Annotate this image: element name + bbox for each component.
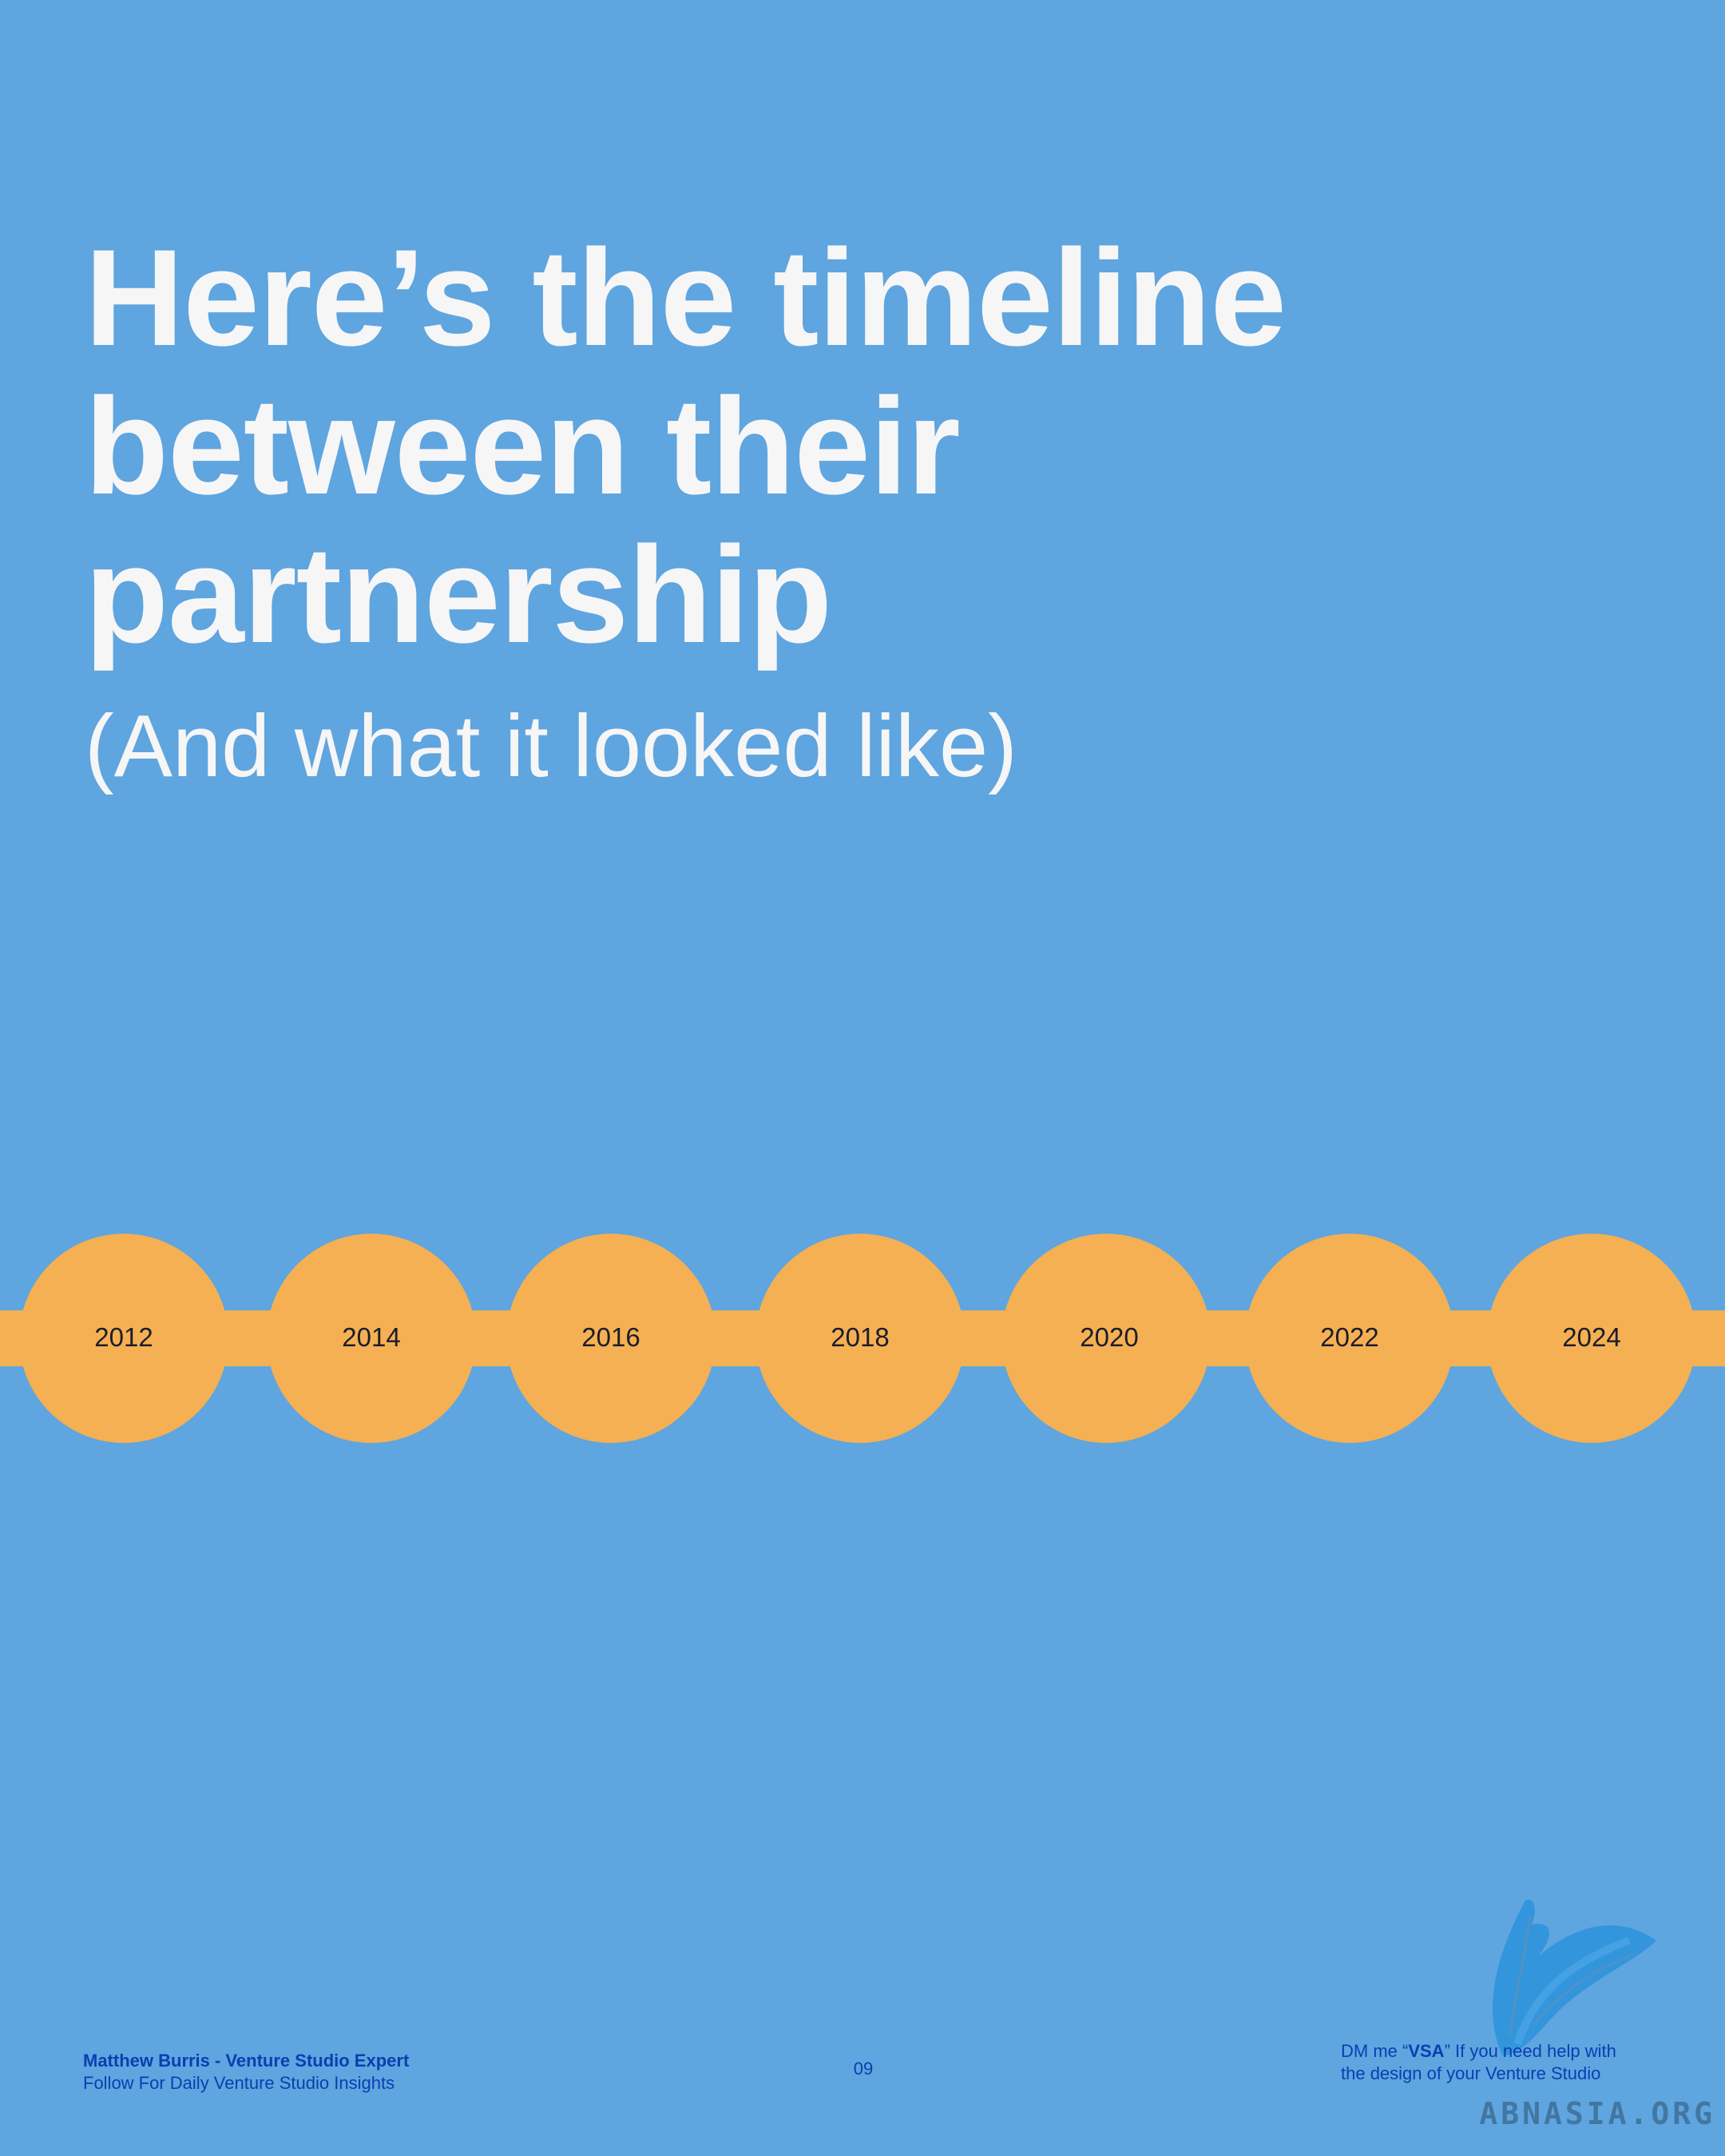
footer-author-block: Matthew Burris - Venture Studio Expert F… [83, 2050, 409, 2095]
timeline-node [755, 1234, 965, 1443]
timeline-year: 2016 [581, 1322, 640, 1352]
author-name: Matthew Burris - Venture Studio Expert [83, 2051, 410, 2071]
cta-keyword: VSA [1408, 2041, 1445, 2061]
cta-line-2: the design of your Venture Studio [1341, 2063, 1601, 2083]
footer-cta: DM me “VSA” If you need help with the de… [1341, 2040, 1616, 2085]
author-tagline: Follow For Daily Venture Studio Insights [83, 2073, 395, 2093]
watermark: ABNASIA.ORG [1479, 2096, 1715, 2131]
timeline-node [267, 1234, 476, 1443]
page-number: 09 [853, 2059, 874, 2079]
timeline-node [19, 1234, 228, 1443]
timeline-year: 2018 [831, 1322, 890, 1352]
cta-line-1: DM me “VSA” If you need help with [1341, 2040, 1616, 2063]
timeline-band [0, 1234, 1725, 1443]
page-subtitle: (And what it looked like) [85, 697, 1017, 795]
page-title: Here’s the timeline between their partne… [85, 221, 1287, 672]
timeline-node [1487, 1234, 1696, 1443]
timeline-node [506, 1234, 716, 1443]
cta-prefix: DM me “ [1341, 2041, 1409, 2061]
timeline: 2012 2014 2016 2018 2020 2022 2024 [0, 1234, 1725, 1443]
timeline-year: 2014 [342, 1322, 401, 1352]
title-line: between their [85, 370, 961, 523]
feather-brush-logo-icon [1461, 1892, 1661, 2072]
timeline-year: 2012 [94, 1322, 153, 1352]
title-line: Here’s the timeline [85, 221, 1287, 375]
timeline-year: 2022 [1320, 1322, 1379, 1352]
title-line: partnership [85, 518, 832, 672]
timeline-year: 2020 [1080, 1322, 1139, 1352]
timeline-year: 2024 [1562, 1322, 1621, 1352]
timeline-node [1245, 1234, 1454, 1443]
cta-suffix: ” If you need help with [1444, 2041, 1616, 2061]
timeline-node [1001, 1234, 1211, 1443]
